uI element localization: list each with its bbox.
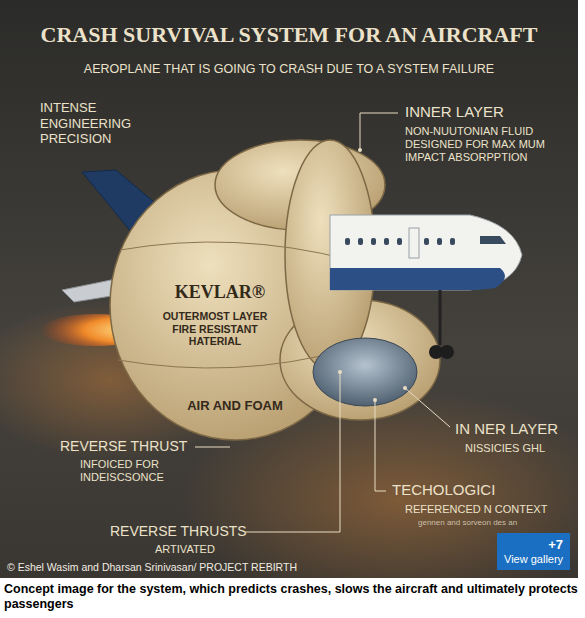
- material-label: AIR AND FOAM: [175, 398, 295, 414]
- callout-heading: REVERSE THRUST: [60, 438, 230, 455]
- fuselage-stripe: [330, 268, 505, 290]
- leader-dots: [338, 148, 407, 402]
- callout-text: INFOICED FOR INDEISCSONCE: [80, 458, 210, 484]
- callout-heading: INNER LAYER: [405, 103, 570, 121]
- callout-label: INTENSE ENGINEERING PRECISION: [40, 100, 155, 147]
- windows: [345, 236, 506, 245]
- gallery-count: +7: [504, 537, 563, 553]
- bag-seam: [118, 350, 345, 368]
- bag-seam: [120, 242, 350, 260]
- wheel: [440, 345, 454, 359]
- credit: © Eshel Wasim and Dharsan Srinivasan/ PR…: [7, 561, 367, 574]
- door: [409, 228, 419, 258]
- callout-text: NISSICIES GHL: [465, 442, 575, 455]
- gallery-link: View gallery: [504, 553, 563, 566]
- leader-lines: [195, 113, 450, 532]
- callout-heading: IN NER LAYER: [455, 420, 577, 438]
- fluid-layer: [313, 338, 417, 406]
- landing-gear: [439, 290, 442, 345]
- callout-text: gennen and sorveon des an: [418, 518, 548, 528]
- title: CRASH SURVIVAL SYSTEM FOR AN AIRCRAFT: [10, 22, 568, 48]
- material-label: KEVLAR®: [160, 282, 280, 304]
- callout-text: NON-NUUTONIAN FLUID DESIGNED FOR MAX MUM…: [405, 125, 565, 165]
- caption: Concept image for the system, which pred…: [4, 582, 581, 612]
- callout-heading: TECHOLOGICI: [392, 481, 552, 499]
- callout-heading: REVERSE THRUSTS: [110, 523, 290, 540]
- fuselage: [330, 215, 522, 290]
- callout-text: REFERENCED N CONTEXT: [405, 503, 570, 516]
- gallery-button: +7View gallery: [497, 533, 570, 570]
- material-label: OUTERMOST LAYER FIRE RESISTANT HATERIAL: [155, 310, 275, 348]
- subtitle: AEROPLANE THAT IS GOING TO CRASH DUE TO …: [15, 62, 563, 77]
- callout-text: ARTIVATED: [155, 543, 275, 556]
